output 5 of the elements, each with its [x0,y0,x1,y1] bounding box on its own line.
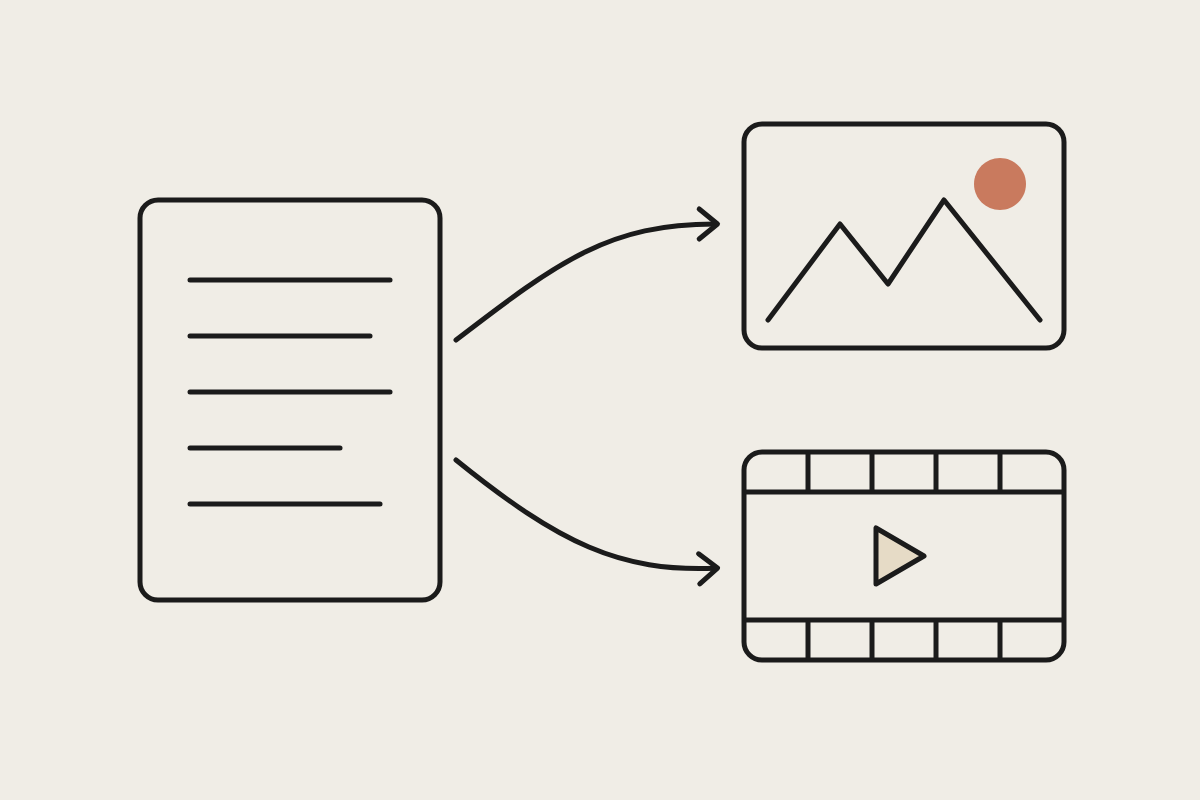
arrow [453,457,720,587]
film-strip-icon [741,449,1067,663]
arrow [453,206,720,343]
document-icon [137,197,443,603]
image-icon [741,121,1067,351]
